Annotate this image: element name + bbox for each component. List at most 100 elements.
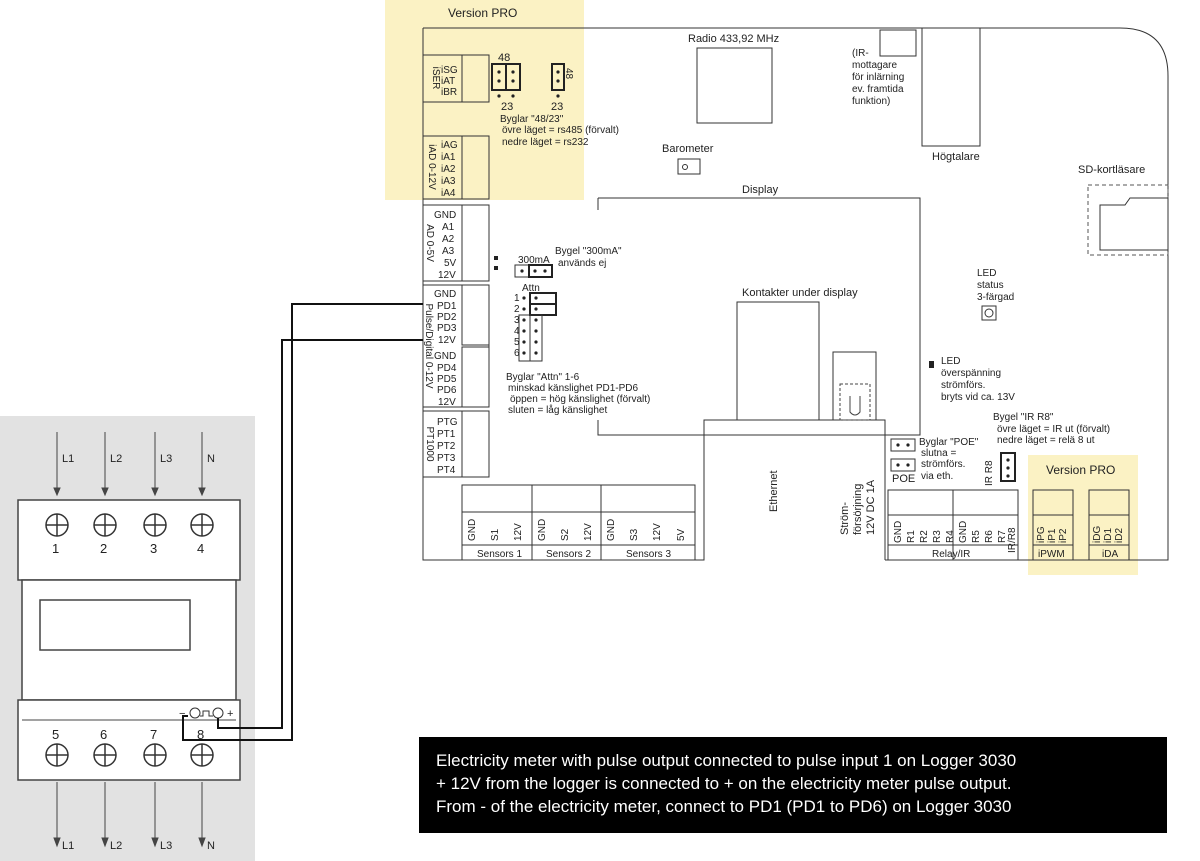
svg-text:12V: 12V [513, 523, 524, 541]
svg-text:4: 4 [197, 541, 204, 556]
jumper-48-23: 48 23 48 23 [491, 52, 574, 113]
svg-text:iSER: iSER [430, 67, 441, 90]
svg-text:GND: GND [434, 351, 456, 362]
svg-text:POE: POE [892, 473, 915, 485]
svg-text:7: 7 [150, 727, 157, 742]
svg-text:S1: S1 [490, 528, 501, 541]
svg-text:PT1: PT1 [437, 429, 456, 440]
ir-receiver [879, 29, 917, 57]
svg-text:iA2: iA2 [441, 164, 456, 175]
svg-text:R2: R2 [919, 530, 930, 543]
svg-text:PD2: PD2 [437, 312, 457, 323]
speaker [921, 27, 981, 147]
svg-text:IR R8: IR R8 [984, 460, 995, 486]
pro-right-label: Version PRO [1046, 463, 1115, 477]
iser-block: iSER iSG iAT iBR [422, 54, 490, 103]
svg-text:1: 1 [514, 293, 520, 304]
wire-pd1-to-minus [182, 303, 423, 741]
ad-block: AD 0-5V GND A1 A2 A3 5V 12V [422, 204, 490, 282]
svg-text:+: + [227, 708, 233, 720]
svg-text:iPWM: iPWM [1038, 549, 1065, 560]
svg-text:iDG: iDG [1092, 526, 1103, 543]
led-overvoltage [929, 361, 934, 368]
jumper-300ma-note: Bygel "300mA" används ej [555, 246, 624, 269]
svg-text:iP2: iP2 [1058, 528, 1069, 543]
svg-text:Sensors 3: Sensors 3 [626, 549, 671, 560]
svg-text:2: 2 [514, 304, 520, 315]
svg-text:PD5: PD5 [437, 374, 457, 385]
led-overvoltage-label: LED överspänning strömförs. bryts vid ca… [941, 356, 1015, 403]
pulse-digital-block: Pulse/Digital 0-12V GND PD1 PD2 PD3 12V … [422, 284, 490, 408]
svg-text:8: 8 [197, 727, 204, 742]
svg-text:iA4: iA4 [441, 188, 456, 199]
svg-text:12V: 12V [438, 335, 456, 346]
svg-text:GND: GND [434, 210, 456, 221]
svg-text:5V: 5V [444, 258, 457, 269]
svg-text:R5: R5 [971, 530, 982, 543]
jumper-48-23-note: Byglar "48/23" övre läget = rs485 (förva… [500, 114, 622, 148]
connectors-label: Kontakter under display [742, 287, 858, 299]
svg-text:GND: GND [606, 519, 617, 541]
svg-text:12V: 12V [438, 397, 456, 408]
svg-text:23: 23 [551, 101, 563, 113]
svg-text:L2: L2 [110, 453, 122, 465]
speaker-label: Högtalare [932, 151, 980, 163]
svg-text:GND: GND [537, 519, 548, 541]
caption-line-1: Electricity meter with pulse output conn… [436, 751, 1017, 770]
svg-text:iDA: iDA [1102, 549, 1118, 560]
electricity-meter: L1 L2 L3 N 1 2 3 4 − + [0, 416, 255, 861]
svg-text:PD3: PD3 [437, 323, 457, 334]
svg-text:R4: R4 [945, 530, 956, 543]
svg-text:L2: L2 [110, 840, 122, 852]
svg-text:Attn: Attn [522, 283, 540, 294]
svg-text:1: 1 [52, 541, 59, 556]
svg-text:Pulse/Digital 0-12V: Pulse/Digital 0-12V [423, 303, 434, 388]
barometer [677, 158, 701, 175]
svg-text:iD1: iD1 [1103, 528, 1114, 543]
svg-text:3: 3 [514, 315, 520, 326]
svg-text:3: 3 [150, 541, 157, 556]
svg-text:S3: S3 [629, 528, 640, 541]
svg-text:iBR: iBR [441, 87, 457, 98]
svg-text:−: − [179, 708, 185, 720]
svg-text:12V: 12V [652, 523, 663, 541]
svg-text:A1: A1 [442, 222, 455, 233]
svg-text:6: 6 [100, 727, 107, 742]
jumper-attn: Attn 1 2 3 4 5 6 [514, 283, 557, 362]
meter-display [39, 599, 191, 651]
svg-text:iA3: iA3 [441, 176, 456, 187]
power-label: Ström- försörjning 12V DC 1A [839, 479, 877, 535]
svg-text:48: 48 [498, 52, 510, 64]
svg-text:A2: A2 [442, 234, 455, 245]
svg-text:12V: 12V [438, 270, 456, 281]
svg-text:L3: L3 [160, 453, 172, 465]
svg-text:PTG: PTG [437, 417, 458, 428]
svg-text:R1: R1 [906, 530, 917, 543]
under-display-connector [736, 301, 820, 421]
svg-text:Relay/IR: Relay/IR [932, 549, 970, 560]
wire-12v-to-plus [217, 339, 423, 729]
jumper-attn-note: Byglar "Attn" 1-6 minskad känslighet PD1… [506, 372, 653, 416]
svg-text:PD1: PD1 [437, 301, 457, 312]
relay-block: GND R1 R2 R3 R4 GND R5 R6 R7 IR/R8 Relay… [887, 489, 1019, 561]
led-status-label: LED status 3-färgad [977, 268, 1014, 303]
svg-text:N: N [207, 840, 215, 852]
sd-label: SD-kortläsare [1078, 164, 1145, 176]
iad-block: iAD 0-12V iAG iA1 iA2 iA3 iA4 [422, 135, 490, 200]
svg-text:PT1000: PT1000 [424, 426, 435, 461]
svg-text:12V: 12V [583, 523, 594, 541]
radio-module [696, 47, 773, 124]
caption-line-3: From - of the electricity meter, connect… [436, 797, 1012, 816]
svg-text:48: 48 [563, 68, 574, 80]
barometer-label: Barometer [662, 143, 714, 155]
ir-note: (IR- mottagare för inlärning ev. framtid… [852, 48, 907, 107]
svg-text:iPG: iPG [1036, 526, 1047, 543]
jumper-300ma: 300mA [514, 255, 553, 278]
svg-text:6: 6 [514, 348, 520, 359]
sd-slot [1099, 197, 1169, 251]
svg-text:5V: 5V [676, 528, 687, 541]
svg-text:5: 5 [52, 727, 59, 742]
jumper-poe-note: Byglar "POE" slutna = strömförs. via eth… [919, 437, 981, 482]
svg-text:Sensors 2: Sensors 2 [546, 549, 591, 560]
